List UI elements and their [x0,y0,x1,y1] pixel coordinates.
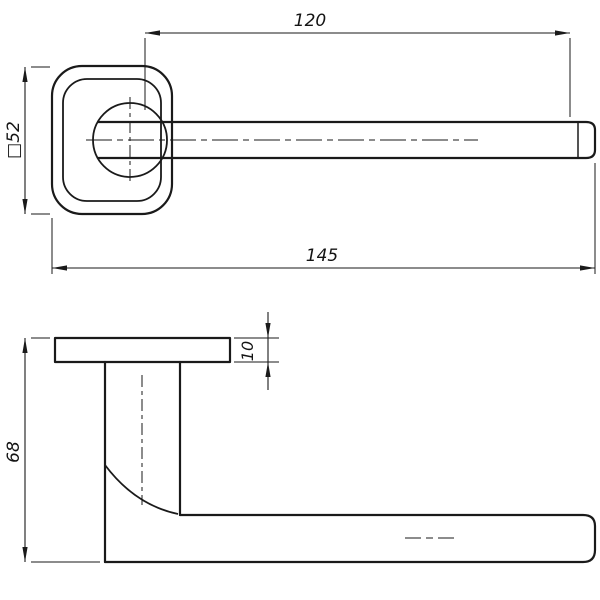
dim-145-label: 145 [306,246,338,266]
dimension-68: 68 [4,337,100,563]
dimension-rosette-52: □52 [4,66,50,215]
dim-52-arrow-top [22,67,28,82]
dimension-120: 120 [144,11,571,117]
dim-10-label: 10 [238,341,257,361]
top-view: 120 □52 145 [4,11,597,274]
lever-outline [96,120,597,160]
dimension-145: 145 [51,163,596,274]
dim-52-arrow-bottom [22,199,28,214]
side-view: 10 68 [4,312,597,564]
dim-145-arrow-right [580,265,595,271]
rosette-side-profile [53,336,232,364]
dimension-10: 10 [234,312,279,390]
dim-52-label: □52 [4,121,24,159]
dim-145-arrow-left [52,265,67,271]
dim-10-arrow-bottom [265,362,271,377]
grip-outline [103,513,597,564]
dim-10-arrow-top [265,323,271,338]
dim-68-label: 68 [4,441,24,463]
dim-120-label: 120 [294,11,326,31]
dim-120-arrow-left [145,30,160,36]
dim-120-arrow-right [555,30,570,36]
neck-grip-fillet-curve [104,464,179,515]
dim-68-arrow-top [22,338,28,353]
dim-68-arrow-bottom [22,547,28,562]
